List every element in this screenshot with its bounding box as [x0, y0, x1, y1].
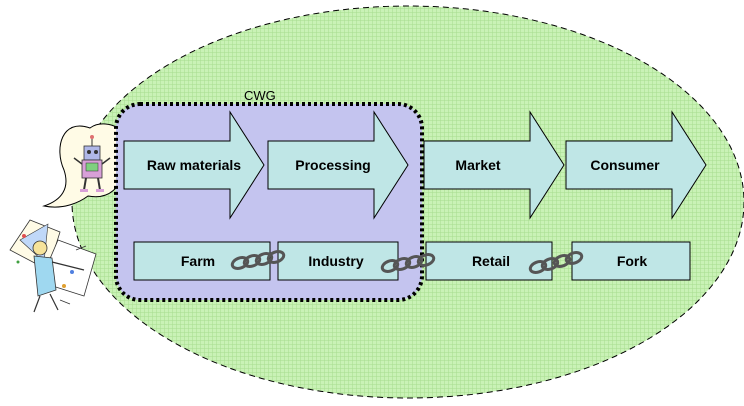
- person-icon: [9, 219, 97, 313]
- actor-box-industry: Industry: [277, 241, 399, 281]
- cwg-label: CWG: [244, 88, 276, 103]
- chain-link-icon: [380, 253, 436, 273]
- robot-icon: [73, 135, 111, 192]
- stage-arrow-market: Market: [423, 110, 565, 220]
- chain-link-icon: [230, 250, 286, 270]
- stage-label-raw-materials: Raw materials: [147, 157, 241, 173]
- actor-label-fork: Fork: [617, 253, 648, 269]
- stage-label-market: Market: [455, 157, 500, 173]
- chain-link-icon: [528, 251, 584, 274]
- actor-box-fork: Fork: [571, 241, 691, 281]
- stage-label-consumer: Consumer: [590, 157, 660, 173]
- actor-label-industry: Industry: [308, 253, 363, 269]
- actor-label-farm: Farm: [181, 253, 215, 269]
- actor-box-retail: Retail: [425, 241, 553, 281]
- stage-arrow-raw-materials: Raw materials: [123, 110, 265, 220]
- stage-label-processing: Processing: [295, 157, 370, 173]
- stage-arrow-consumer: Consumer: [565, 110, 707, 220]
- actor-box-farm: Farm: [133, 241, 271, 281]
- stage-arrow-processing: Processing: [267, 110, 409, 220]
- actor-label-retail: Retail: [472, 253, 510, 269]
